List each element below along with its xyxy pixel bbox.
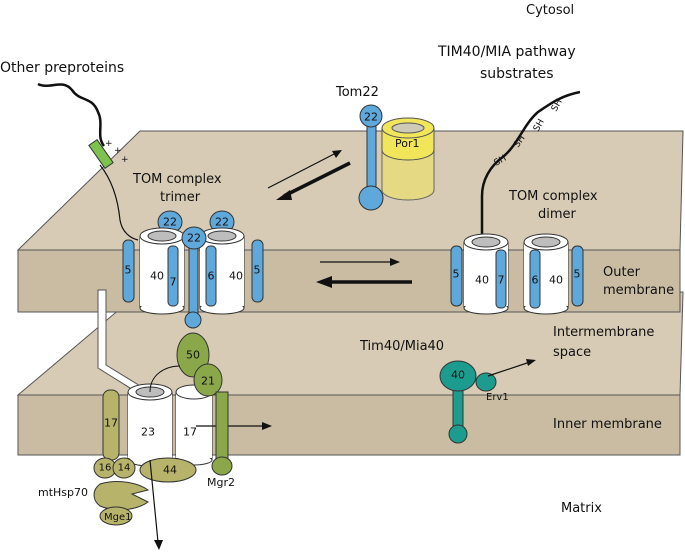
tom22-free: 22	[358, 104, 384, 211]
por1-label: Por1	[395, 137, 420, 150]
mgr2-label: Mgr2	[207, 476, 235, 489]
tom40-d: 40	[549, 274, 563, 287]
tim17-a: 17	[104, 417, 118, 430]
tom-trimer-label-2: trimer	[160, 190, 201, 205]
equilibrium-arrows-upper	[267, 150, 351, 200]
tom-dimer-label-1: TOM complex	[508, 189, 598, 204]
matrix-label: Matrix	[561, 501, 602, 516]
tom5-a: 5	[125, 264, 132, 277]
tom-dimer-label-2: dimer	[538, 207, 577, 222]
cytosol-label: Cytosol	[526, 3, 574, 18]
tom6-b: 6	[532, 274, 539, 287]
tom40-a: 40	[150, 270, 164, 283]
tom40-b: 40	[229, 270, 243, 283]
sh-group: SH	[550, 98, 565, 114]
tom22-b: 22	[215, 216, 229, 229]
tom5-b: 5	[254, 264, 261, 277]
tim21-label: 21	[201, 375, 215, 388]
tom-trimer: 22 22 5 7 6 5 40 40 22	[122, 210, 264, 329]
tom5-d: 5	[574, 268, 581, 281]
inner-membrane-label: Inner membrane	[553, 417, 662, 432]
mia40-label: 40	[451, 369, 465, 382]
tom7-b: 7	[498, 274, 505, 287]
plus-sign: +	[105, 139, 113, 149]
tim44-label: 44	[163, 464, 177, 477]
tom5-c: 5	[453, 268, 460, 281]
tom22-free-label: 22	[364, 111, 378, 124]
mthsp70-label: mtHsp70	[38, 486, 88, 499]
tom22-a: 22	[163, 216, 177, 229]
tim40-mia40-label: Tim40/Mia40	[359, 339, 444, 354]
tim17-b: 17	[183, 426, 197, 439]
tom22-c: 22	[187, 232, 201, 245]
plus-sign: +	[121, 155, 129, 165]
tom-dimer: 5 40 7 6 40 5	[450, 233, 584, 315]
substrates-label: substrates	[480, 66, 554, 82]
equilibrium-arrows-lower	[316, 258, 412, 288]
erv1-label: Erv1	[486, 392, 509, 403]
tom7-a: 7	[170, 276, 177, 289]
mia40-complex: 40	[439, 359, 536, 444]
tom-trimer-label-1: TOM complex	[132, 172, 222, 187]
tom6-a: 6	[208, 270, 215, 283]
tim16-label: 16	[99, 463, 112, 474]
por1-channel: Por1	[381, 117, 435, 201]
tim50-label: 50	[186, 349, 200, 362]
tom40-c: 40	[475, 274, 489, 287]
other-preproteins-label: Other preproteins	[0, 60, 124, 76]
outer-membrane-label-2: membrane	[603, 283, 674, 298]
outer-membrane-label-1: Outer	[603, 265, 641, 280]
mge1-label: Mge1	[104, 512, 132, 523]
tom22-label: Tom22	[335, 85, 379, 100]
other-preprotein: + + +	[37, 82, 139, 241]
ims-label-1: Intermembrane	[553, 325, 654, 340]
tim14-label: 14	[118, 463, 131, 474]
tim23-label: 23	[141, 426, 155, 439]
tim40-pathway-label: TIM40/MIA pathway	[437, 44, 576, 60]
labels: Cytosol Other preproteins TIM40/MIA path…	[0, 3, 674, 516]
ims-label-2: space	[553, 345, 591, 360]
plus-sign: +	[114, 146, 122, 156]
tim23-complex: 17 50 23 17 21 16 14 44	[93, 289, 272, 550]
